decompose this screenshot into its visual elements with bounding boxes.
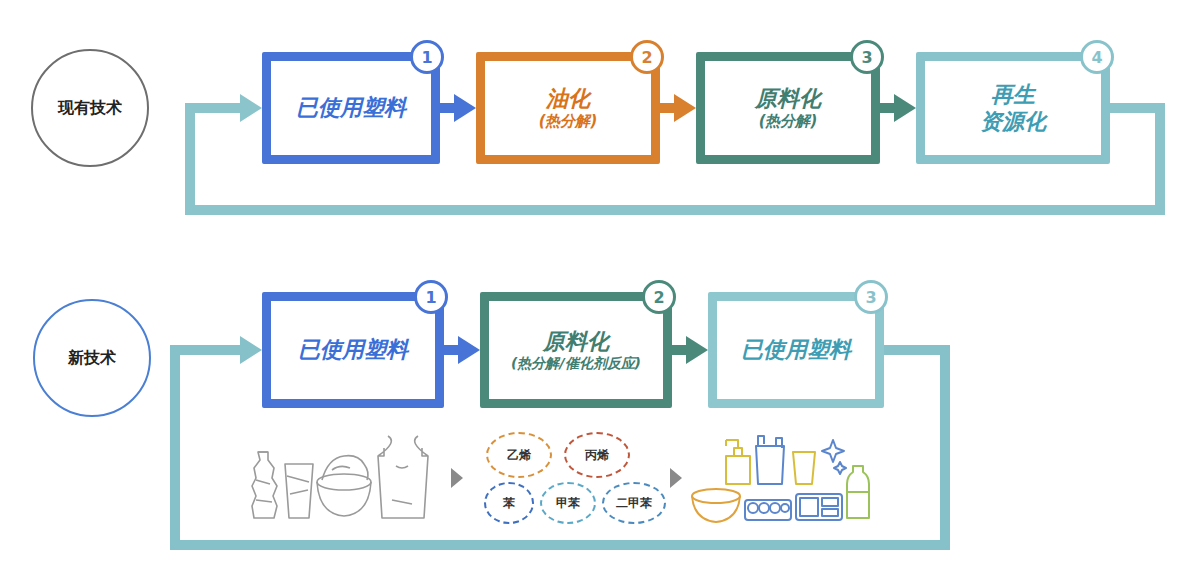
used-plastics-drawing-part bbox=[317, 474, 371, 490]
flow-arrow bbox=[672, 345, 690, 355]
recycled-products-drawing-part bbox=[770, 503, 780, 513]
recycled-products-drawing-part bbox=[692, 496, 740, 522]
recycled-products-drawing bbox=[692, 436, 869, 522]
node-title: 原料化 bbox=[755, 85, 821, 113]
node-title: 丙烯 bbox=[585, 448, 609, 463]
node-title: 乙烯 bbox=[507, 448, 531, 463]
callout-number: 3 bbox=[854, 280, 888, 314]
flow-arrow bbox=[440, 103, 458, 113]
callout-number: 1 bbox=[414, 280, 448, 314]
used-plastics-drawing-part bbox=[332, 466, 350, 470]
process-box: 已使用塑料 bbox=[262, 52, 440, 164]
flow-triangle-part bbox=[670, 468, 682, 488]
recycled-products-drawing-part bbox=[822, 440, 846, 474]
used-plastics-drawing-part bbox=[252, 452, 277, 518]
used-plastics-drawing-part bbox=[392, 466, 412, 504]
process-box: 再生 资源化 bbox=[916, 52, 1110, 164]
node-title: 苯 bbox=[503, 496, 515, 511]
node-subtitle: (热分解) bbox=[539, 112, 598, 131]
recycled-products-drawing-part bbox=[745, 500, 791, 520]
used-plastics-drawing-part bbox=[287, 476, 309, 494]
callout-number: 4 bbox=[1080, 40, 1114, 74]
process-box: 原料化(热分解/催化剂反应) bbox=[480, 292, 672, 408]
recycled-products-drawing-part bbox=[847, 466, 869, 518]
process-box: 原料化(热分解) bbox=[696, 52, 880, 164]
node-subtitle: (热分解) bbox=[759, 112, 818, 131]
node-title: 已使用塑料 bbox=[298, 336, 408, 364]
flow-arrow bbox=[880, 103, 898, 113]
node-title: 再生 资源化 bbox=[977, 81, 1050, 136]
node-title: 新技术 bbox=[68, 348, 116, 368]
chemical-bubble: 乙烯 bbox=[486, 432, 552, 478]
process-box: 油化(热分解) bbox=[476, 52, 660, 164]
node-subtitle: (热分解/催化剂反应) bbox=[511, 355, 641, 373]
node-title: 已使用塑料 bbox=[296, 94, 406, 122]
recycled-products-drawing-part bbox=[796, 494, 842, 520]
process-box: 已使用塑料 bbox=[708, 292, 884, 408]
recycled-products-drawing-part bbox=[781, 504, 789, 512]
callout-number: 1 bbox=[410, 40, 444, 74]
chemical-bubble: 甲苯 bbox=[540, 482, 596, 524]
node-title: 油化 bbox=[546, 85, 590, 113]
callout-number: 3 bbox=[850, 40, 884, 74]
node-title: 原料化 bbox=[543, 328, 609, 356]
flow-triangle-part bbox=[451, 468, 463, 488]
used-plastics-drawing bbox=[252, 436, 428, 518]
used-plastics-drawing-part bbox=[322, 456, 368, 480]
node-title: 二甲苯 bbox=[616, 496, 652, 511]
used-plastics-drawing-part bbox=[256, 452, 272, 502]
node-title: 现有技术 bbox=[58, 98, 122, 118]
used-plastics-drawing-part bbox=[285, 464, 313, 518]
recycled-products-drawing-part bbox=[800, 498, 838, 516]
recycled-products-drawing-part bbox=[793, 452, 815, 484]
chemical-bubble: 苯 bbox=[484, 482, 534, 524]
category-circle: 新技术 bbox=[33, 299, 151, 417]
flow-arrow bbox=[444, 345, 462, 355]
used-plastics-drawing-part bbox=[317, 482, 371, 516]
used-plastics-drawing-part bbox=[378, 436, 428, 518]
flow-arrow bbox=[660, 103, 678, 113]
chemical-bubble: 二甲苯 bbox=[602, 482, 666, 524]
recycled-products-drawing-part bbox=[759, 503, 769, 513]
node-title: 甲苯 bbox=[556, 496, 580, 511]
recycled-products-drawing-part bbox=[726, 440, 750, 484]
callout-number: 2 bbox=[642, 280, 676, 314]
node-title: 已使用塑料 bbox=[741, 336, 851, 364]
chemical-bubble: 丙烯 bbox=[564, 432, 630, 478]
recycled-products-drawing-part bbox=[692, 489, 740, 503]
callout-number: 2 bbox=[630, 40, 664, 74]
category-circle: 现有技术 bbox=[31, 49, 149, 167]
recycled-products-drawing-part bbox=[748, 503, 758, 513]
recycled-products-drawing-part bbox=[756, 436, 784, 484]
process-box: 已使用塑料 bbox=[262, 292, 444, 408]
